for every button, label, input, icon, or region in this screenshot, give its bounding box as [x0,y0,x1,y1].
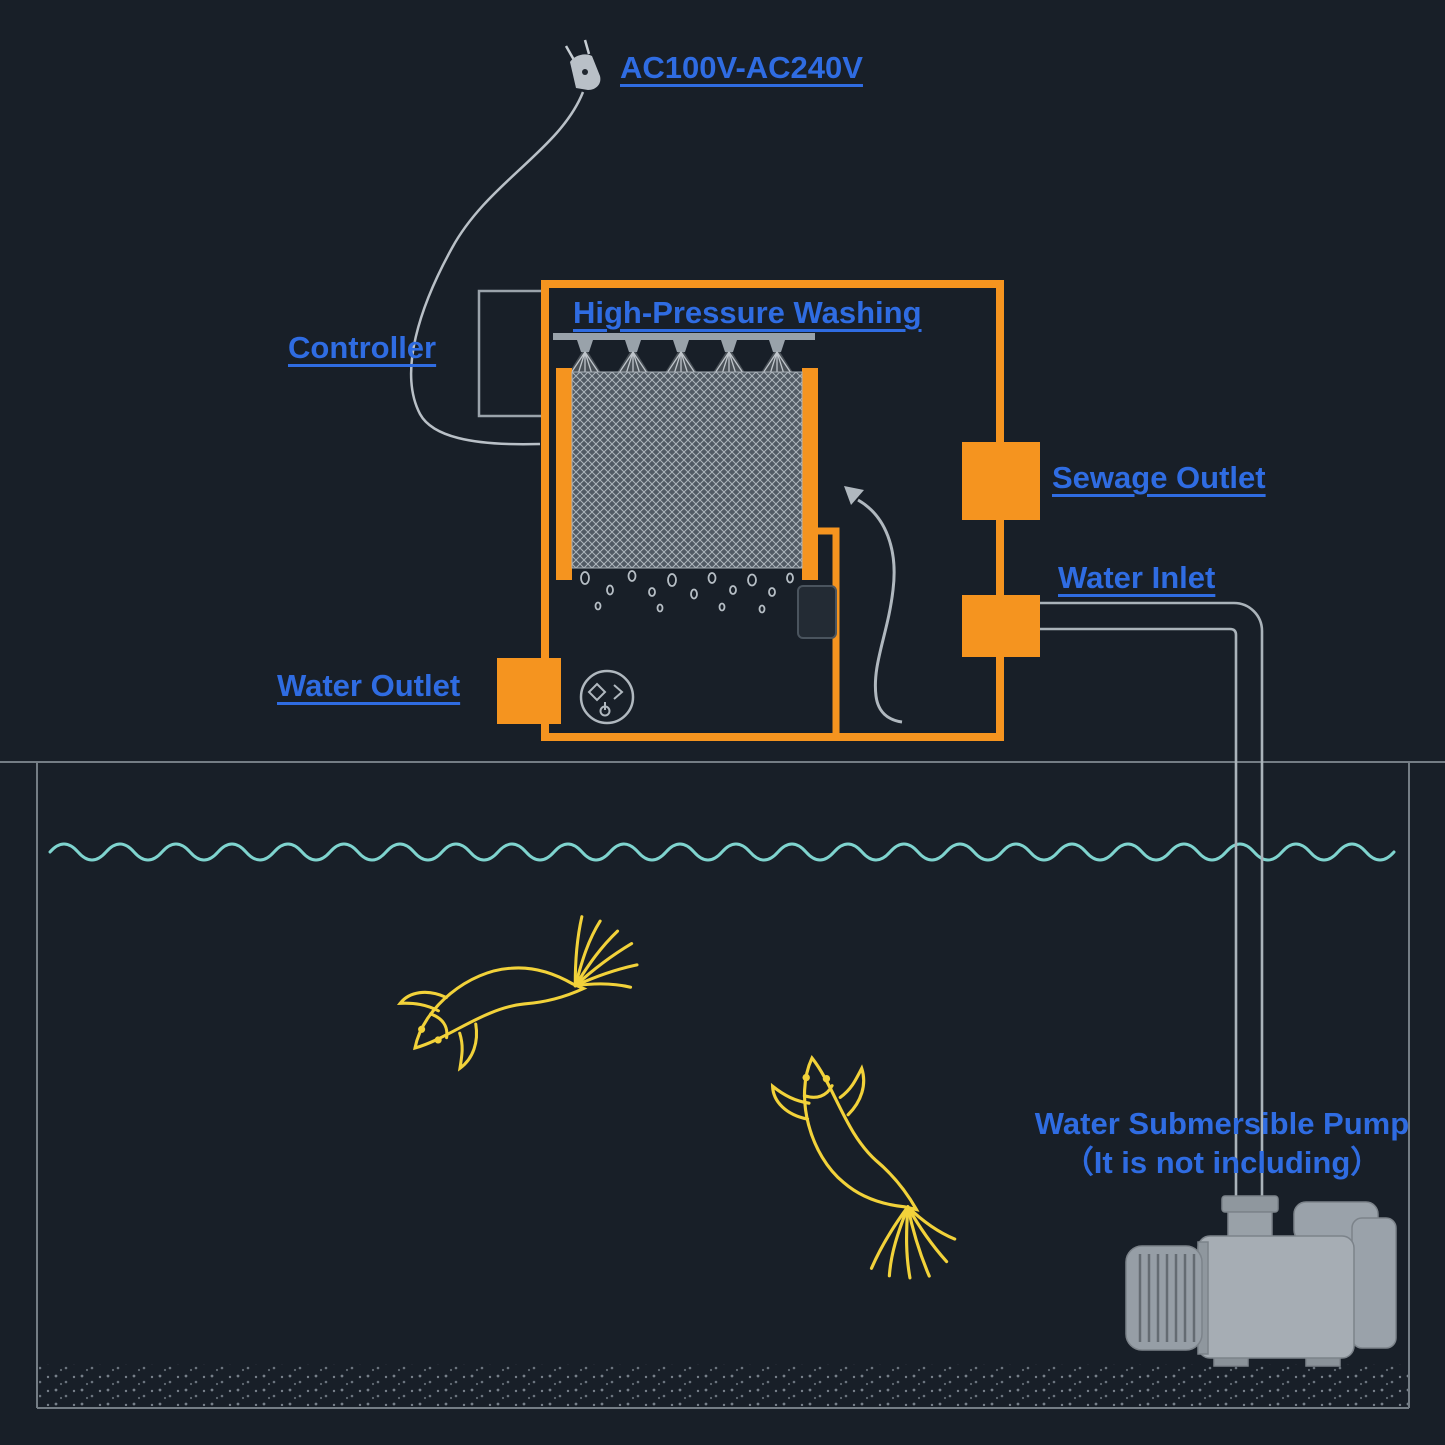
water-droplets [580,570,794,614]
spray-assembly [553,333,815,392]
submersible-pump-label-line2: （It is not including） [1062,1145,1382,1180]
water-inlet-label: Water Inlet [1058,560,1216,595]
sewage-outlet-port [962,442,1040,520]
controller-label: Controller [288,330,437,365]
submersible-pump [1125,1195,1397,1367]
koi-fish-2 [765,1031,965,1306]
water-wave [48,842,1396,862]
washing-label: High-Pressure Washing [573,295,922,330]
inlet-pipe [1040,601,1264,1200]
power-label: AC100V-AC240V [620,50,863,85]
pump-dial-icon [579,669,635,725]
sewage-outlet-label: Sewage Outlet [1052,460,1266,495]
submersible-pump-label: Water Submersible Pump （It is not includ… [998,1104,1445,1182]
internal-partition [818,527,840,733]
power-plug-icon [564,39,601,90]
internal-device [797,585,837,639]
water-outlet-port [497,658,561,724]
koi-fish-1 [386,870,654,1113]
water-inlet-port [962,595,1040,657]
controller-box [477,289,547,418]
internal-hose [844,486,903,724]
submersible-pump-label-line1: Water Submersible Pump [1034,1106,1410,1141]
power-cable [409,91,585,446]
pond-outline [0,761,1445,1409]
filter-mesh [556,368,818,580]
pond-gravel [39,1364,1408,1406]
water-outlet-label: Water Outlet [277,668,461,703]
